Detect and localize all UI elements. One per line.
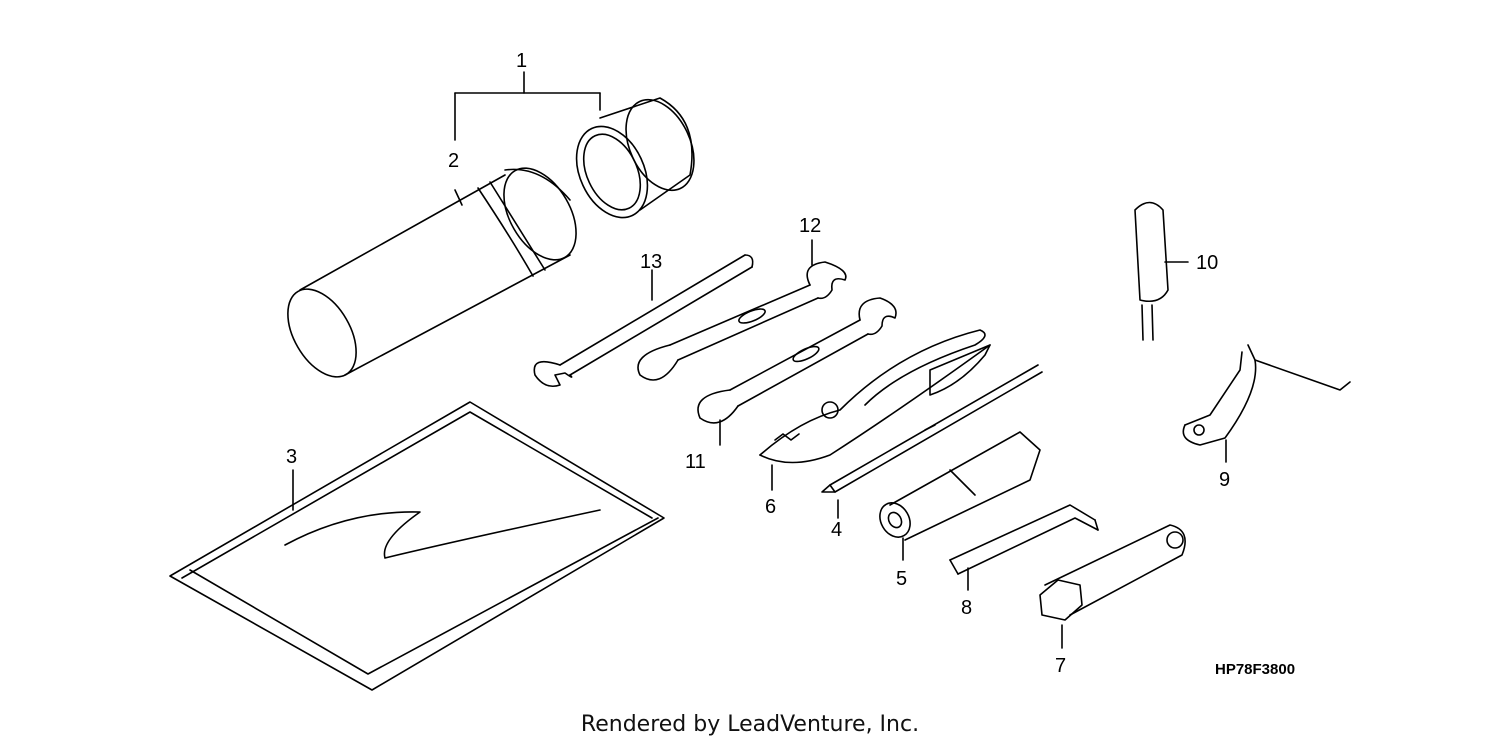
wrench-11[interactable] (698, 298, 896, 445)
callout-11: 11 (685, 451, 706, 473)
drawing-code: HP78F3800 (1215, 661, 1295, 678)
callout-2: 2 (448, 150, 459, 172)
callout-8: 8 (961, 597, 972, 619)
owners-manual-bag[interactable] (170, 402, 664, 690)
callout-10: 10 (1196, 252, 1218, 274)
spark-plug-wrench[interactable] (1040, 525, 1185, 648)
pliers[interactable] (760, 330, 990, 490)
hook-spanner[interactable] (1183, 345, 1350, 462)
tool-tube[interactable] (274, 156, 591, 389)
callout-6: 6 (765, 496, 776, 518)
tube-cap[interactable] (563, 89, 708, 229)
callout-1: 1 (516, 50, 527, 72)
bracket-1 (454, 71, 601, 141)
hex-key[interactable] (949, 504, 1099, 590)
callout-12: 12 (799, 215, 821, 237)
wrench-12[interactable] (638, 240, 846, 380)
callout-9: 9 (1219, 469, 1230, 491)
callout-13: 13 (640, 251, 662, 273)
screwdriver-handle[interactable] (874, 432, 1040, 560)
callout-7: 7 (1055, 655, 1066, 677)
callout-4: 4 (831, 519, 842, 541)
footer-credit: Rendered by LeadVenture, Inc. (580, 712, 920, 737)
screwdriver[interactable] (822, 365, 1042, 518)
screwdriver-small[interactable] (1135, 203, 1188, 341)
wrench-13[interactable] (534, 255, 752, 386)
callout-3: 3 (286, 446, 297, 468)
callout-5: 5 (896, 568, 907, 590)
